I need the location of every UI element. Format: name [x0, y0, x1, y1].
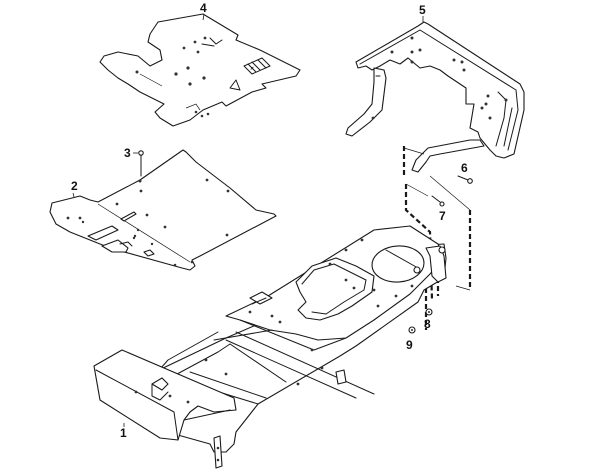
callout-7: 7 [439, 209, 446, 223]
svg-text:1: 1 [120, 426, 127, 440]
part-2-footrest-plate [49, 149, 277, 271]
callout-3: 3 [124, 146, 138, 160]
callout-2: 2 [71, 179, 78, 198]
part-3-bolt [138, 150, 144, 177]
svg-text:9: 9 [406, 338, 413, 352]
part-5-rear-fender [345, 21, 525, 173]
warning-decal-icon: ✕ [243, 57, 271, 75]
part-8-nut [425, 308, 433, 316]
callout-6: 6 [461, 161, 468, 175]
svg-text:✕: ✕ [250, 66, 254, 72]
part-7-screw [431, 195, 445, 207]
part-1-frame [93, 225, 447, 469]
svg-text:3: 3 [124, 146, 131, 160]
part-9-nut [408, 326, 416, 334]
svg-text:4: 4 [200, 1, 207, 15]
callout-4: 4 [200, 1, 207, 21]
callout-9: 9 [406, 338, 413, 352]
svg-text:5: 5 [419, 3, 426, 17]
callout-5: 5 [419, 3, 426, 22]
part-4-floor-mat: ✕ [99, 13, 301, 127]
warning-triangle-icon [229, 79, 241, 91]
svg-text:7: 7 [439, 209, 446, 223]
svg-text:2: 2 [71, 179, 78, 193]
part-6-bolt [457, 175, 473, 184]
svg-text:8: 8 [424, 317, 431, 331]
callout-8: 8 [424, 317, 431, 331]
svg-text:6: 6 [461, 161, 468, 175]
callout-1: 1 [120, 423, 127, 440]
